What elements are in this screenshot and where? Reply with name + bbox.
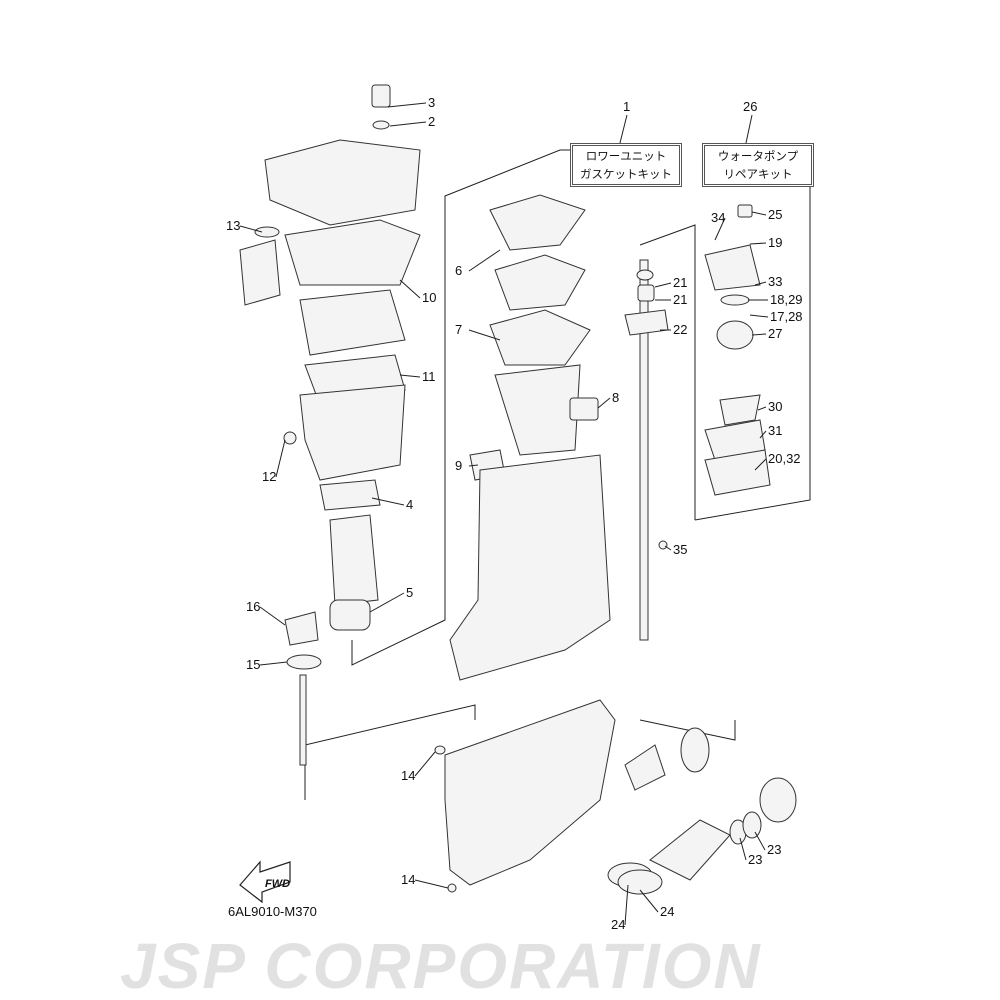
drive-shaft-and-water-pump bbox=[624, 204, 771, 641]
callout-35: 35 bbox=[673, 542, 687, 557]
callout-22: 22 bbox=[673, 322, 687, 337]
callout-4: 4 bbox=[406, 497, 413, 512]
leader-line bbox=[468, 464, 479, 467]
callout-2: 2 bbox=[428, 114, 435, 129]
upper-casing-parts bbox=[239, 84, 421, 766]
callout-labels: 3 2 6 13 10 25 34 19 21 21 33 18,29 17,28 22 27 7 11 8 30 3… bbox=[226, 95, 803, 932]
leader-line bbox=[749, 242, 767, 245]
fwd-label: FWD bbox=[265, 878, 290, 890]
leader-line bbox=[389, 121, 427, 127]
callout-18-29: 18,29 bbox=[770, 292, 803, 307]
fwd-arrow: FWD bbox=[239, 860, 291, 904]
leader-line bbox=[468, 329, 501, 341]
leader-line bbox=[751, 211, 767, 216]
kit-line1: ロワーユニット bbox=[585, 149, 667, 163]
leader-line bbox=[654, 282, 672, 288]
leader-line bbox=[639, 889, 659, 913]
callout-5: 5 bbox=[406, 585, 413, 600]
callout-17-28: 17,28 bbox=[770, 309, 803, 324]
callout-25: 25 bbox=[768, 207, 782, 222]
callout-3: 3 bbox=[428, 95, 435, 110]
callout-7: 7 bbox=[455, 322, 462, 337]
callout-14: 14 bbox=[401, 872, 415, 887]
leader-line bbox=[597, 397, 611, 409]
leader-line bbox=[468, 249, 501, 272]
callout-30: 30 bbox=[768, 399, 782, 414]
leader-line bbox=[754, 281, 767, 286]
leader-line bbox=[399, 279, 421, 299]
leader-line bbox=[624, 884, 629, 926]
leader-line bbox=[759, 430, 767, 439]
callout-8: 8 bbox=[612, 390, 619, 405]
leader-line bbox=[369, 592, 405, 613]
callout-23: 23 bbox=[767, 842, 781, 857]
leader-line bbox=[239, 225, 263, 233]
leader-line bbox=[751, 333, 767, 336]
leader-line bbox=[714, 217, 726, 241]
callout-13: 13 bbox=[226, 218, 240, 233]
water-pump-repair-kit-box: ウォータポンプ リペアキット bbox=[702, 143, 814, 187]
leader-line bbox=[414, 751, 436, 777]
callout-20-32: 20,32 bbox=[768, 451, 801, 466]
lower-case-parts bbox=[434, 699, 797, 895]
callout-11: 11 bbox=[422, 369, 436, 384]
callout-34: 34 bbox=[711, 210, 725, 225]
lower-unit-gasket-kit-box: ロワーユニット ガスケットキット bbox=[570, 143, 682, 187]
callout-6: 6 bbox=[455, 263, 462, 278]
leader-line bbox=[387, 102, 427, 108]
callout-15: 15 bbox=[246, 657, 260, 672]
leader-line bbox=[259, 661, 288, 666]
kit-line2: ガスケットキット bbox=[580, 167, 672, 181]
drive-shaft-housing-parts bbox=[449, 194, 611, 681]
callout-10: 10 bbox=[422, 290, 436, 305]
leader-line bbox=[414, 879, 449, 889]
group-frame-lines bbox=[304, 149, 811, 800]
leader-line bbox=[371, 497, 405, 506]
callout-12: 12 bbox=[262, 469, 276, 484]
leader-line bbox=[275, 439, 286, 478]
leader-line bbox=[399, 374, 421, 378]
callout-33: 33 bbox=[768, 274, 782, 289]
callout-14: 14 bbox=[401, 768, 415, 783]
callout-16: 16 bbox=[246, 599, 260, 614]
callout-24: 24 bbox=[611, 917, 625, 932]
diagram-code: 6AL9010-M370 bbox=[228, 904, 317, 919]
callout-31: 31 bbox=[768, 423, 782, 438]
callout-9: 9 bbox=[455, 458, 462, 473]
kit-line1: ウォータポンプ bbox=[717, 149, 799, 163]
leader-line bbox=[757, 406, 767, 411]
callout-19: 19 bbox=[768, 235, 782, 250]
leader-line bbox=[749, 314, 769, 318]
kit-line2: リペアキット bbox=[723, 167, 793, 181]
callout-27: 27 bbox=[768, 326, 782, 341]
leader-line bbox=[664, 545, 672, 551]
leader-line bbox=[739, 837, 747, 861]
callout-21: 21 bbox=[673, 275, 687, 290]
leader-line bbox=[754, 831, 766, 851]
watermark: JSP CORPORATION bbox=[120, 930, 762, 1000]
leader-line bbox=[259, 606, 286, 626]
leader-line bbox=[754, 458, 767, 471]
callout-21: 21 bbox=[673, 292, 687, 307]
callout-24: 24 bbox=[660, 904, 674, 919]
callout-23: 23 bbox=[748, 852, 762, 867]
